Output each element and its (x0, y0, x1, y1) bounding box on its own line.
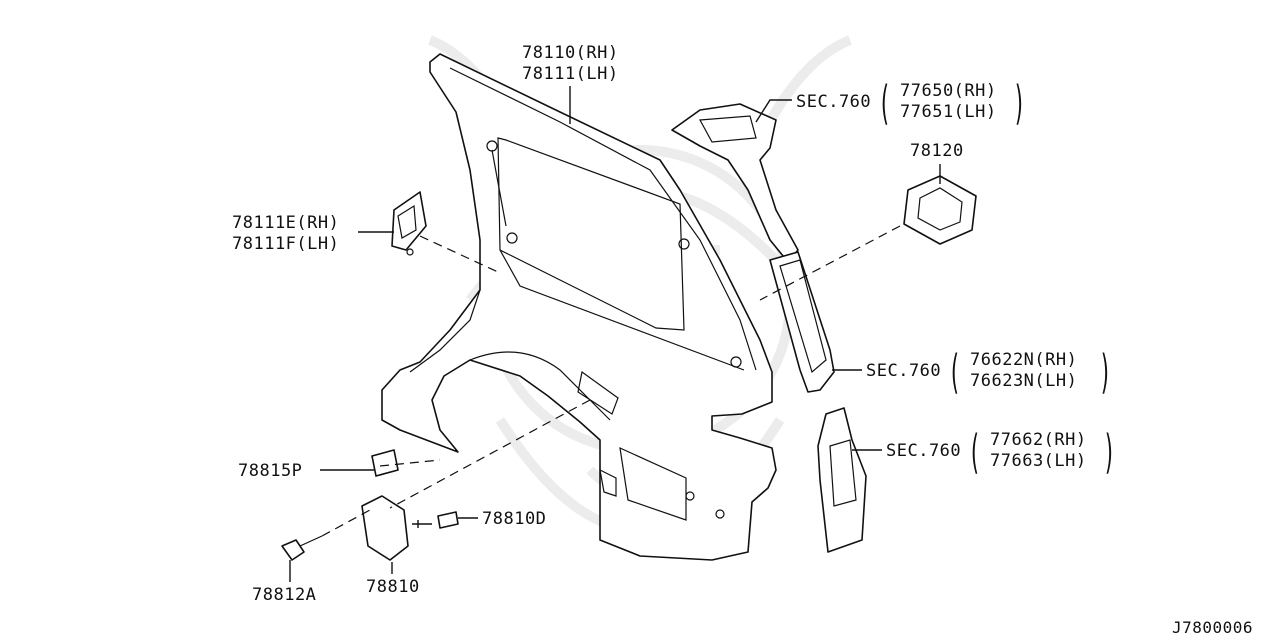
callout-fuel-lid: 78810 (366, 577, 420, 597)
callout-bracket-lh: 78111F(LH) (232, 234, 340, 254)
callout-panel-lh: 78111(LH) (522, 64, 619, 84)
brace-open-pillar: ( (880, 76, 890, 130)
brace-open-lower: ( (970, 425, 980, 479)
callout-pillar-rh: 77650(RH) (900, 81, 997, 101)
leader-lines (289, 86, 941, 582)
callout-sec760-reinf: SEC.760 (866, 361, 942, 381)
callout-sec760-lower: SEC.760 (886, 441, 962, 461)
lower-extension-part (817, 407, 867, 553)
bolt-part (281, 535, 323, 561)
callout-panel-rh: 78110(RH) (522, 43, 619, 63)
callout-bolt: 78812A (252, 585, 317, 605)
callout-stopper: 78810D (482, 509, 547, 529)
bracket-part (391, 191, 427, 256)
callout-lower-lh: 77663(LH) (990, 451, 1087, 471)
clip-part (371, 449, 399, 477)
callout-lower-rh: 77662(RH) (990, 430, 1087, 450)
brace-open-reinf: ( (950, 345, 960, 399)
callout-pillar-lh: 77651(LH) (900, 102, 997, 122)
assembly-lines (321, 225, 901, 537)
grommet-part (903, 175, 977, 245)
fuel-lid-part (361, 495, 409, 561)
callout-reinf-lh: 76623N(LH) (970, 371, 1078, 391)
callout-grommet: 78120 (910, 141, 964, 161)
callout-reinf-rh: 76622N(RH) (970, 350, 1078, 370)
brace-close-reinf: ) (1100, 345, 1110, 399)
callout-clip: 78815P (238, 461, 303, 481)
quarter-panel-outer (381, 53, 777, 561)
reinforcement-part (769, 251, 835, 393)
pillar-upper-part (671, 103, 799, 263)
brace-close-lower: ) (1104, 425, 1114, 479)
callout-sec760-pillar: SEC.760 (796, 92, 872, 112)
stopper-part (437, 511, 459, 529)
brace-close-pillar: ) (1014, 76, 1024, 130)
callout-bracket-rh: 78111E(RH) (232, 213, 340, 233)
diagram-code: J7800006 (1172, 618, 1254, 637)
